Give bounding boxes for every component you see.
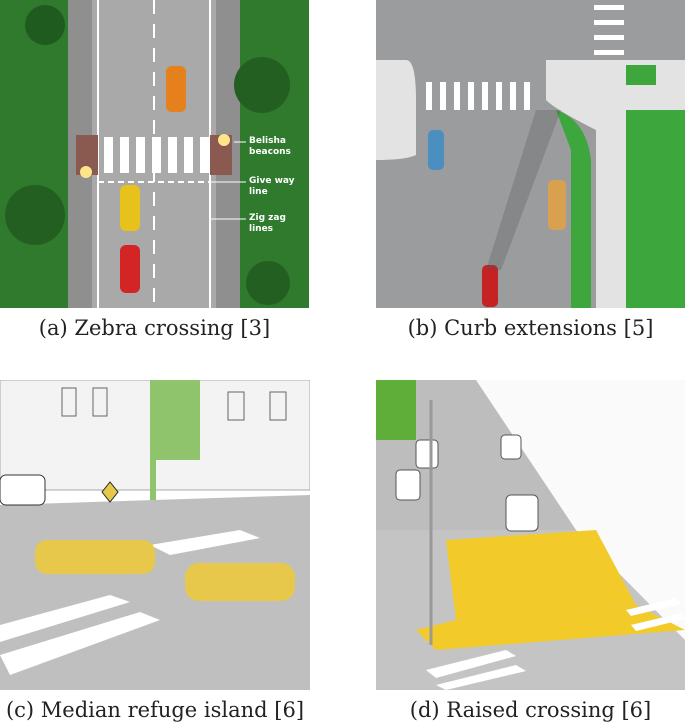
- curb-extensions-image: [376, 0, 685, 308]
- give-way-line-label: Give way line: [249, 176, 295, 197]
- zig-zag-lines-label: Zig zag lines: [249, 213, 286, 234]
- caption-c: (c) Median refuge island [6]: [5, 698, 305, 722]
- caption-d: (d) Raised crossing [6]: [409, 698, 652, 722]
- zebra-crossing-image: Belisha beacons Give way line Zig zag li…: [0, 0, 309, 308]
- caption-a: (a) Zebra crossing [3]: [38, 316, 271, 340]
- belisha-beacons-label: Belisha beacons: [249, 136, 291, 157]
- median-refuge-island-image: [0, 380, 310, 690]
- raised-crossing-image: [376, 380, 685, 690]
- caption-b: (b) Curb extensions [5]: [407, 316, 654, 340]
